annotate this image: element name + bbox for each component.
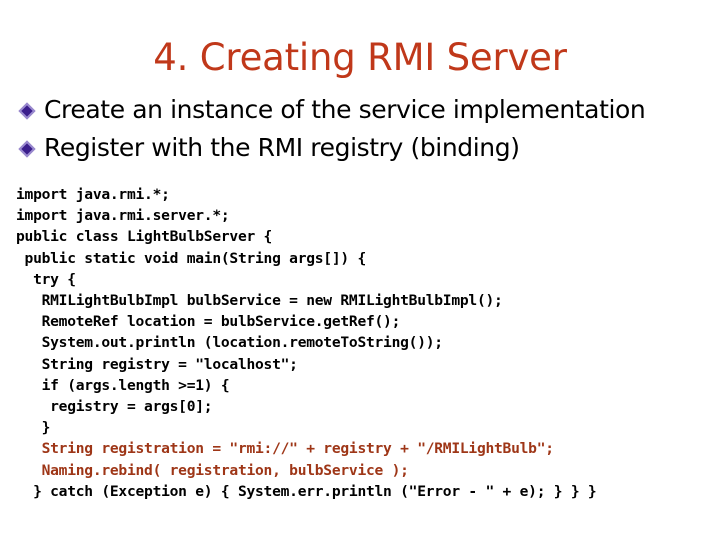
- list-item: Register with the RMI registry (binding): [14, 132, 714, 165]
- diamond-bullet-icon: [14, 135, 44, 165]
- code-line: import java.rmi.*;: [16, 186, 170, 203]
- code-line: public static void main(String args[]) {: [16, 249, 367, 267]
- code-line: System.out.println (location.remoteToStr…: [16, 334, 443, 352]
- list-item: Create an instance of the service implem…: [14, 94, 714, 127]
- code-line: } catch (Exception e) { System.err.print…: [16, 482, 597, 500]
- code-line: }: [16, 419, 51, 437]
- code-line: if (args.length >=1) {: [16, 376, 230, 394]
- code-line: String registration = "rmi://" + registr…: [16, 440, 554, 458]
- diamond-bullet-icon: [14, 97, 44, 127]
- code-block: import java.rmi.*; import java.rmi.serve…: [16, 184, 716, 502]
- code-line: Naming.rebind( registration, bulbService…: [16, 461, 409, 479]
- page-title: 4. Creating RMI Server: [153, 36, 567, 79]
- code-line: try {: [16, 270, 76, 288]
- bullet-list: Create an instance of the service implem…: [14, 94, 714, 170]
- code-line: import java.rmi.server.*;: [16, 207, 230, 225]
- bullet-label: Register with the RMI registry (binding): [44, 133, 520, 162]
- code-line: RMILightBulbImpl bulbService = new RMILi…: [16, 292, 503, 310]
- code-line: RemoteRef location = bulbService.getRef(…: [16, 313, 401, 331]
- code-line: public class LightBulbServer {: [16, 228, 273, 246]
- code-line: registry = args[0];: [16, 398, 213, 416]
- bullet-label: Create an instance of the service implem…: [44, 95, 646, 124]
- code-line: String registry = "localhost";: [16, 355, 298, 373]
